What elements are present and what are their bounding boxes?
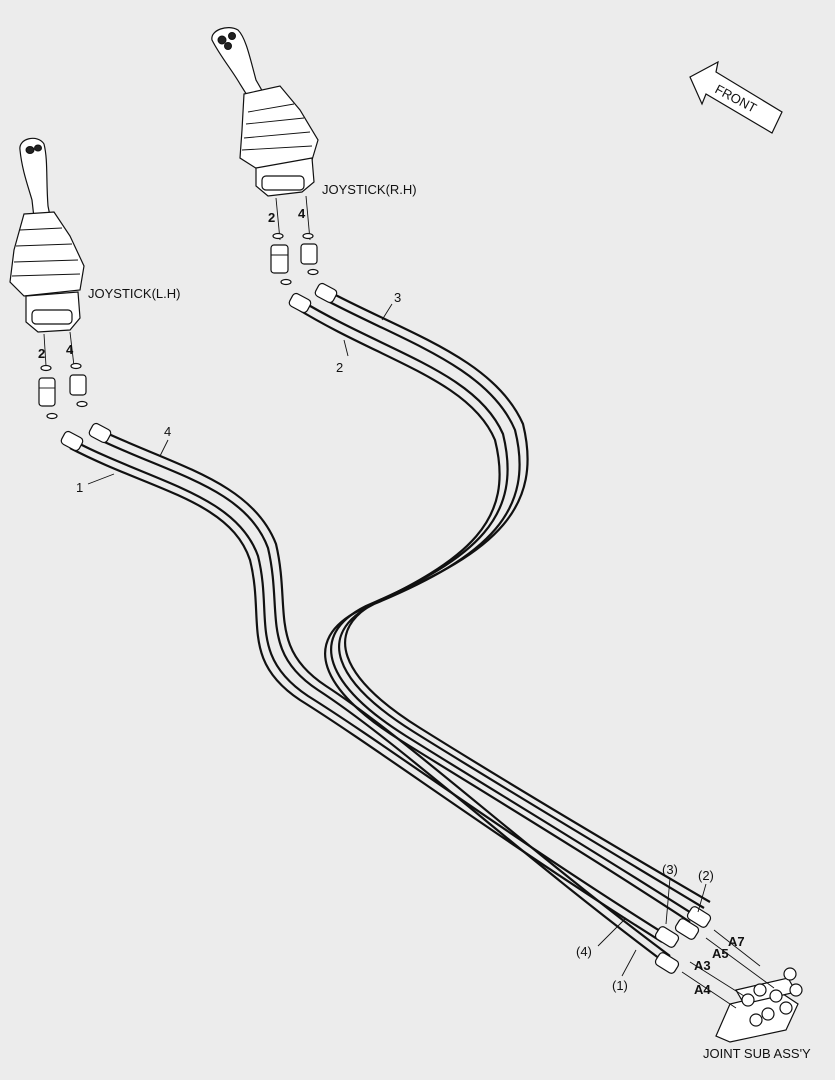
lh-port-4-label: 4 — [66, 342, 74, 357]
callout-rh-3: 3 — [394, 290, 401, 305]
hose-couplers-lower — [654, 906, 712, 974]
callout-end-4: (4) — [576, 944, 592, 959]
joystick-lh — [9, 137, 85, 333]
joint-sub-assy-label: JOINT SUB ASS'Y — [703, 1046, 811, 1061]
callout-end-3: (3) — [662, 862, 678, 877]
callout-end-1: (1) — [612, 978, 628, 993]
hose-rh-2 — [295, 289, 711, 923]
joystick-lh-label: JOYSTICK(L.H) — [88, 286, 180, 301]
joint-sub-assy — [681, 929, 803, 1043]
port-a5-label: A5 — [712, 946, 729, 961]
rh-port-2-label: 2 — [268, 210, 275, 225]
callout-end-2: (2) — [698, 868, 714, 883]
lh-fittings — [38, 362, 88, 420]
rh-fittings — [270, 232, 319, 286]
callout-lh-4: 4 — [164, 424, 171, 439]
front-direction-arrow: FRONT — [689, 60, 783, 134]
joystick-rh-label: JOYSTICK(R.H) — [322, 182, 417, 197]
hose-lh — [69, 429, 671, 963]
port-a3-label: A3 — [694, 958, 711, 973]
lh-port-2-label: 2 — [38, 346, 45, 361]
hose-couplers-upper — [60, 282, 338, 452]
port-a4-label: A4 — [694, 982, 711, 997]
callout-lh-1: 1 — [76, 480, 83, 495]
callout-leaders — [87, 303, 707, 977]
joystick-rh — [211, 27, 319, 197]
callout-rh-2: 2 — [336, 360, 343, 375]
rh-port-4-label: 4 — [298, 206, 306, 221]
port-a7-label: A7 — [728, 934, 745, 949]
